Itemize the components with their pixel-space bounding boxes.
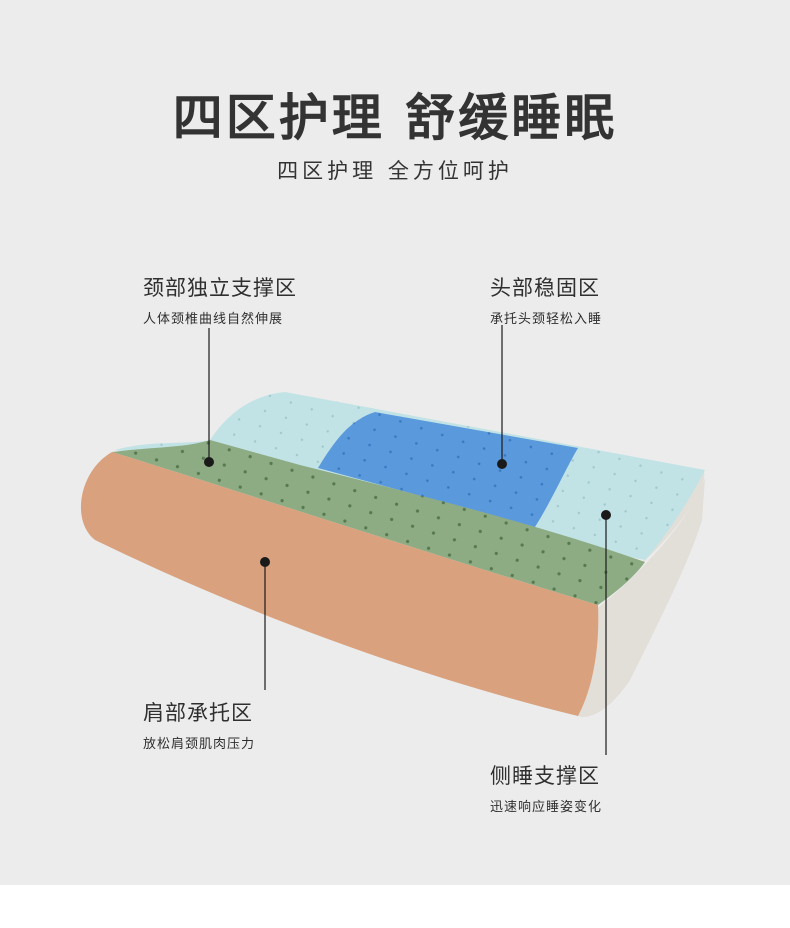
zone-name: 颈部独立支撑区	[143, 276, 297, 300]
zone-label-side: 侧睡支撑区 迅速响应睡姿变化	[490, 760, 602, 815]
zone-desc: 迅速响应睡姿变化	[490, 800, 603, 815]
page-subtitle: 四区护理 全方位呵护	[277, 159, 513, 183]
page-title: 四区护理 舒缓睡眠	[172, 88, 618, 147]
shoulder-zone	[80, 452, 599, 716]
marker-shoulder	[260, 557, 270, 690]
zone-name: 头部稳固区	[490, 276, 600, 300]
zone-desc: 放松肩颈肌肉压力	[143, 737, 256, 752]
marker-head	[497, 325, 507, 469]
zone-label-head: 头部稳固区 承托头颈轻松入睡	[490, 272, 602, 327]
marker-neck	[204, 328, 214, 467]
marker-side	[601, 510, 611, 755]
zone-desc: 承托头颈轻松入睡	[490, 312, 603, 327]
pillow-end-face	[578, 470, 705, 717]
zone-label-neck: 颈部独立支撑区 人体颈椎曲线自然伸展	[143, 272, 297, 327]
zone-label-shoulder: 肩部承托区 放松肩颈肌肉压力	[143, 697, 255, 752]
zone-name: 肩部承托区	[143, 701, 253, 725]
zone-name: 侧睡支撑区	[490, 764, 600, 788]
pillow-illustration	[80, 325, 705, 755]
zone-desc: 人体颈椎曲线自然伸展	[143, 312, 284, 327]
